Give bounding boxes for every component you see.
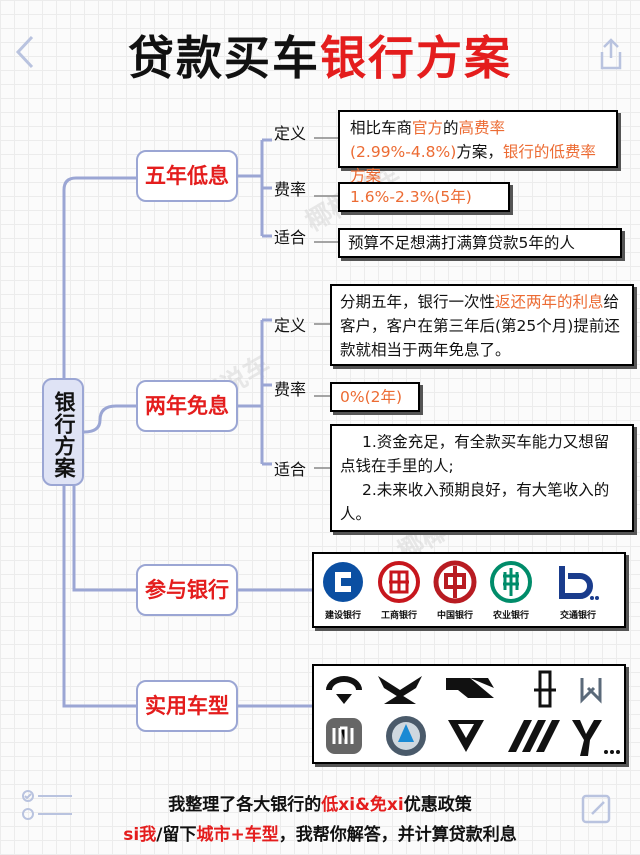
boc-logo-icon: [433, 560, 477, 604]
bank-bocom: 交通银行: [550, 560, 606, 621]
bank-abc: 农业银行: [486, 560, 536, 621]
banks-panel: [312, 552, 626, 628]
label-define: 定义: [274, 124, 307, 143]
label-fit: 适合: [274, 460, 307, 479]
icbc-logo-icon: [378, 561, 420, 603]
back-icon[interactable]: [14, 34, 36, 79]
five-year-definition: 相比车商官方的高费率(2.99%-4.8%)方案，银行的低费率方案: [338, 110, 618, 185]
label-fit: 适合: [274, 228, 307, 247]
share-icon[interactable]: [598, 38, 624, 74]
bank-ccb: 建设银行: [318, 560, 368, 621]
triangle-logo-icon: [448, 720, 484, 752]
five-year-rate: 1.6%-2.3%(5年): [338, 182, 510, 212]
checklist-icon: [20, 788, 76, 826]
bocom-logo-icon: [559, 566, 599, 600]
nio-logo-icon: [326, 676, 362, 704]
two-year-rate: 0%(2年): [330, 382, 420, 412]
two-year-definition: 分期五年，银行一次性返还两年的利息给客户，客户在第三年后(第25个月)提前还款就…: [330, 284, 634, 366]
two-year-fit: 1.资金充足，有全款买车能力又想留点钱在手里的人; 2.未来收入预期良好，有大笔…: [330, 424, 634, 532]
label-rate: 费率: [274, 380, 307, 399]
stripe-logo-icon: [508, 720, 560, 752]
edit-icon[interactable]: [580, 792, 614, 830]
page-title: 贷款买车银行方案: [128, 31, 512, 85]
branch-banks: 参与银行: [136, 564, 238, 616]
footer-line1: 我整理了各大银行的低xi&免xi优惠政策: [168, 795, 472, 815]
branch-five-year-low-rate: 五年低息: [136, 150, 238, 202]
avatr-logo-icon: [386, 716, 426, 756]
ccb-logo-icon: [323, 562, 363, 602]
two-year-fit-line2: 2.未来收入预期良好，有大笔收入的人。: [340, 481, 610, 523]
label-define: 定义: [274, 316, 307, 335]
bank-boc: 中国银行: [430, 560, 480, 621]
abc-logo-icon: [490, 561, 532, 603]
branch-car-models: 实用车型: [136, 680, 238, 732]
car-brand-logos: [318, 668, 622, 760]
lynk-logo-icon: [580, 678, 602, 704]
xiaomi-logo-icon: [326, 718, 362, 754]
label-rate: 费率: [274, 180, 307, 199]
aito-logo-icon: [534, 670, 556, 708]
li-auto-logo-icon: [446, 678, 494, 698]
bank-icbc: 工商银行: [374, 560, 424, 621]
footer-line2: si我/留下城市+车型，我帮你解答，并计算贷款利息: [123, 825, 517, 845]
xpeng-logo-icon: [378, 676, 422, 704]
y-logo-icon: [572, 720, 620, 756]
branch-two-year-free: 两年免息: [136, 380, 238, 432]
root-node: 银行方案: [42, 378, 84, 486]
five-year-fit: 预算不足想满打满算贷款5年的人: [338, 228, 622, 258]
two-year-fit-line1: 1.资金充足，有全款买车能力又想留点钱在手里的人;: [340, 433, 610, 475]
